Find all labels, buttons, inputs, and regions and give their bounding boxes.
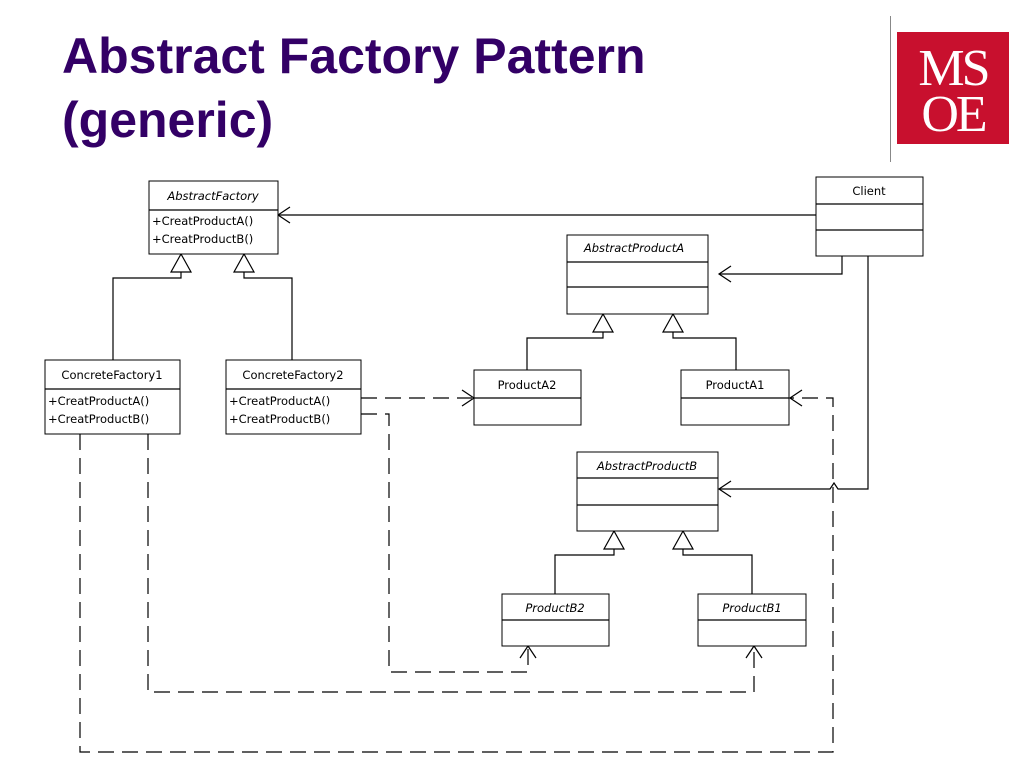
class-abstractproductb: AbstractProductB — [576, 451, 719, 532]
generalization-triangle — [671, 529, 695, 550]
generalization-productb2 — [554, 549, 615, 594]
class-concretefactory1: ConcreteFactory1 +CreatProductA() +Creat… — [44, 359, 181, 435]
class-abstractproducta: AbstractProductA — [566, 234, 709, 315]
class-abstractfactory: AbstractFactory +CreatProductA() +CreatP… — [148, 180, 279, 255]
class-operation: +CreatProductB() — [229, 412, 330, 426]
class-producta2: ProductA2 — [473, 369, 582, 426]
generalization-producta1 — [672, 332, 737, 370]
title-line-2: (generic) — [62, 92, 274, 148]
generalization-triangle — [232, 252, 256, 273]
class-name: ConcreteFactory1 — [61, 368, 162, 382]
class-client: Client — [815, 176, 924, 257]
class-name: ProductA2 — [498, 378, 557, 392]
arrowhead — [788, 389, 803, 407]
generalization-producta2 — [526, 332, 604, 370]
class-name: ProductA1 — [706, 378, 765, 392]
generalization-triangle — [591, 312, 615, 333]
generalization-triangle — [169, 252, 193, 273]
title-line-1: Abstract Factory Pattern — [62, 28, 646, 84]
generalization-concretefactory2 — [243, 272, 293, 360]
generalization-productb1 — [682, 549, 753, 594]
dep-cf1-productb1 — [147, 434, 755, 693]
class-name: ProductB2 — [525, 601, 584, 615]
logo-line-2: OE — [921, 86, 987, 143]
dep-cf1-producta1 — [79, 397, 834, 753]
class-name: ProductB1 — [722, 601, 781, 615]
page-title: Abstract Factory Pattern (generic) — [62, 24, 646, 152]
generalization-concretefactory1 — [112, 272, 182, 360]
client-to-abstractproducta — [719, 256, 843, 275]
class-productb1: ProductB1 — [697, 593, 807, 647]
logo-line-1: MS — [918, 40, 990, 97]
class-producta1: ProductA1 — [680, 369, 790, 426]
class-concretefactory2: ConcreteFactory2 +CreatProductA() +Creat… — [225, 359, 362, 435]
class-operation: +CreatProductA() — [48, 394, 149, 408]
class-name: AbstractProductB — [596, 459, 697, 473]
class-operation: +CreatProductB() — [152, 232, 253, 246]
class-name: AbstractFactory — [166, 189, 259, 203]
class-name: AbstractProductA — [583, 241, 684, 255]
arrowhead — [717, 265, 732, 283]
arrowhead — [717, 480, 732, 498]
class-productb2: ProductB2 — [501, 593, 610, 647]
msoe-logo: MS OE — [897, 32, 1009, 144]
class-operation: +CreatProductA() — [229, 394, 330, 408]
header-divider — [890, 16, 891, 162]
generalization-triangle — [602, 529, 626, 550]
class-name: ConcreteFactory2 — [242, 368, 343, 382]
class-operation: +CreatProductA() — [152, 214, 253, 228]
generalization-triangle — [661, 312, 685, 333]
dep-cf2-productb2 — [361, 413, 529, 673]
class-operation: +CreatProductB() — [48, 412, 149, 426]
client-to-abstractproductb — [719, 256, 869, 490]
class-name: Client — [852, 184, 886, 198]
